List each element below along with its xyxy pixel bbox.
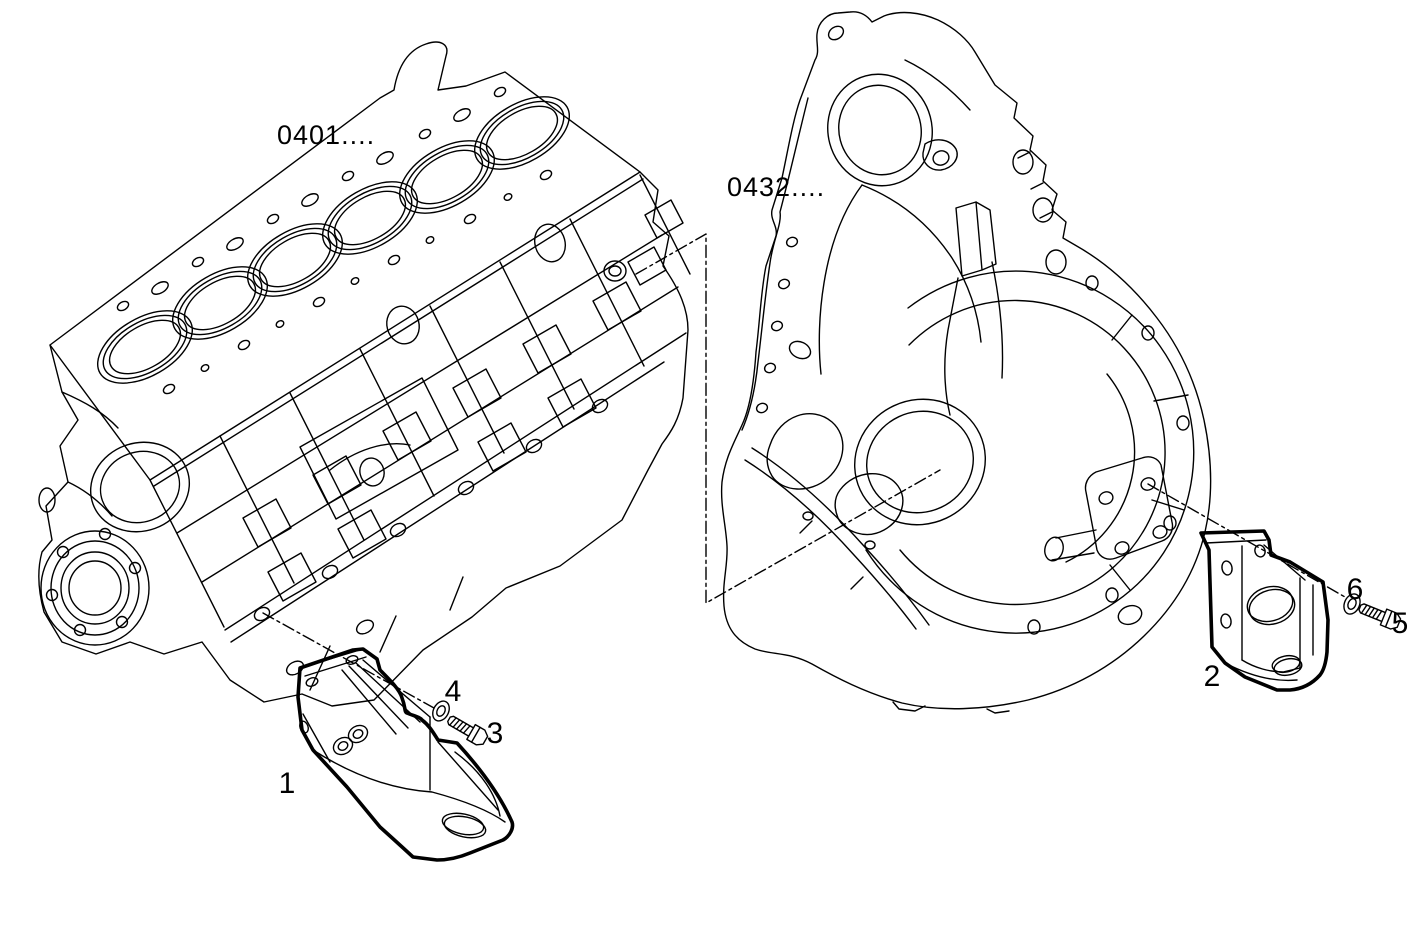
bracket-rear-drawing[interactable] [1199, 529, 1330, 692]
side-port [38, 487, 56, 513]
crankcase-rib-grid [149, 174, 691, 643]
callout-4-washer-front[interactable]: 4 [445, 675, 462, 708]
bracket-front-drawing[interactable] [296, 647, 515, 862]
callout-5-bolt-rear[interactable]: 5 [1392, 607, 1409, 640]
crankcase-openings [299, 223, 627, 520]
engine-block-outline [38, 41, 689, 707]
cylinder-bores [96, 96, 571, 384]
bell-housing-rings [865, 270, 1195, 635]
callout-3-bolt-front[interactable]: 3 [487, 717, 504, 750]
engine-block-drawing[interactable] [38, 41, 691, 707]
crankshaft-seal-boss [40, 527, 150, 646]
bracket-rear-outline [1199, 529, 1330, 692]
bracket-front-details [299, 648, 506, 839]
bracket-front-outline [296, 647, 515, 862]
dowel-pin [1044, 529, 1097, 562]
leader-line-bracket-rear [1147, 483, 1346, 598]
flywheel-housing-drawing[interactable] [720, 11, 1212, 714]
deck-bolt-holes [116, 86, 553, 395]
crank-bore-opening [853, 398, 987, 526]
leader-lines [262, 233, 1346, 709]
callout-2-bracket-rear[interactable]: 2 [1204, 660, 1221, 693]
ref-code-flywheel-housing[interactable]: 0432.... [727, 172, 825, 202]
bracket-rear-details [1205, 539, 1314, 682]
gasket-bolt-holes [755, 236, 812, 414]
callout-1-bracket-front[interactable]: 1 [279, 767, 296, 800]
section-break-line [635, 233, 941, 604]
front-cover-opening [89, 441, 191, 533]
leader-line-bracket-front [262, 612, 435, 709]
camshaft-seal-opening [827, 73, 933, 187]
mount-pad [1084, 456, 1174, 560]
oil-pan-rail [253, 398, 609, 691]
ref-code-engine-block[interactable]: 0401.... [277, 120, 375, 150]
callout-6-washer-rear[interactable]: 6 [1347, 573, 1364, 606]
